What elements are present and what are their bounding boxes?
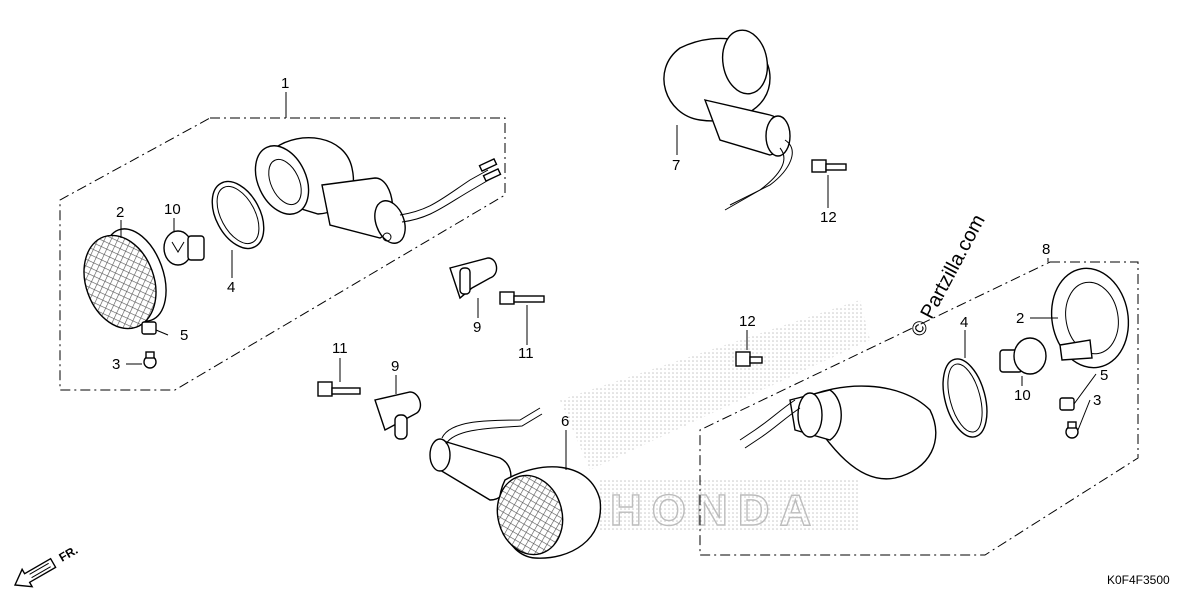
- diagram-code: K0F4F3500: [1107, 573, 1170, 587]
- leader-lines: [120, 92, 1097, 470]
- callout-5-right: 5: [1100, 367, 1108, 384]
- front-direction-label: FR.: [57, 543, 81, 565]
- callout-9-bottom: 9: [391, 358, 399, 375]
- winker-lens-left: [83, 228, 167, 330]
- bulb-left: [163, 230, 205, 266]
- callout-5-left: 5: [180, 327, 188, 344]
- callout-4-left: 4: [227, 279, 235, 296]
- winker-housing-right: [739, 385, 937, 480]
- nut-right: [1059, 397, 1075, 411]
- callout-11-bottom: 11: [332, 340, 348, 357]
- left-assembly-frame: [59, 117, 506, 391]
- callout-2-right: 2: [1016, 310, 1024, 327]
- bolt-bottom: [317, 381, 361, 397]
- watermark: © Partzilla.com: [907, 211, 990, 340]
- callout-10-right: 10: [1014, 387, 1031, 404]
- callout-3-right: 3: [1093, 392, 1101, 409]
- callout-7: 7: [672, 157, 680, 174]
- bolt-mid-left: [499, 291, 545, 305]
- callout-4-right: 4: [960, 314, 968, 331]
- gasket-right: [942, 358, 988, 438]
- background-logo-text: HONDA: [610, 486, 821, 535]
- front-direction-indicator: FR.: [13, 543, 81, 588]
- callout-11-top: 11: [518, 345, 534, 362]
- right-assembly-frame: [699, 261, 1139, 556]
- bolt-top: [811, 159, 847, 173]
- callout-8: 8: [1042, 241, 1050, 258]
- winker-housing-left: [254, 137, 502, 244]
- bolt-mid-right: [735, 351, 763, 367]
- screw-left: [143, 351, 157, 369]
- callout-10-left: 10: [164, 201, 181, 218]
- gasket-left: [211, 180, 265, 250]
- callout-1: 1: [281, 75, 289, 92]
- callout-3-left: 3: [112, 356, 120, 373]
- bulb-right: [999, 337, 1047, 375]
- nut-left: [141, 321, 157, 335]
- screw-right: [1065, 421, 1079, 439]
- winker-lens-right: [1050, 267, 1130, 369]
- background-logo: HONDA: [560, 300, 870, 536]
- callout-9-top: 9: [473, 319, 481, 336]
- callout-2-left: 2: [116, 204, 124, 221]
- winker-assembly-rear: [663, 29, 793, 211]
- arrow-down-left-icon: [13, 557, 57, 588]
- callout-12-top: 12: [820, 209, 837, 226]
- watermark-text: © Partzilla.com: [907, 211, 990, 340]
- winker-assembly-front: [429, 407, 602, 559]
- bracket-bottom: [374, 391, 422, 440]
- callout-6: 6: [561, 413, 569, 430]
- bracket-top: [449, 257, 498, 300]
- callout-12-mid: 12: [739, 313, 756, 330]
